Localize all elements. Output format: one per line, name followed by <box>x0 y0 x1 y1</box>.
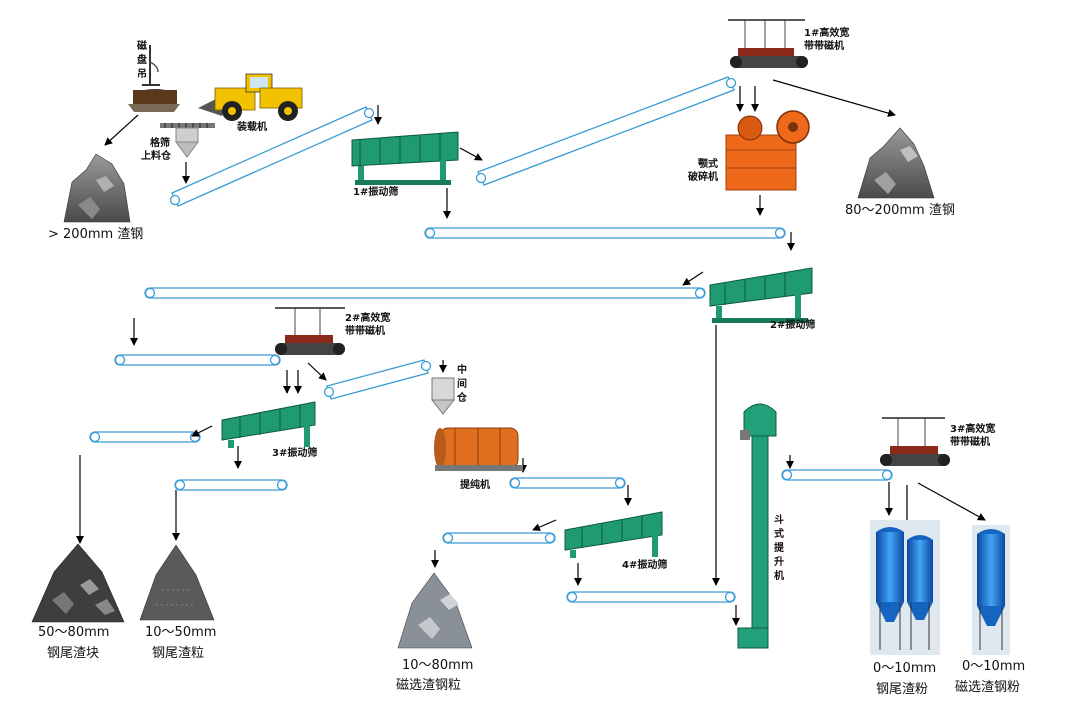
vibrating-screen-1 <box>351 131 459 185</box>
silo-steel-powder <box>972 525 1010 655</box>
conveyor-group <box>89 76 893 603</box>
magnet-crane <box>128 45 180 112</box>
label-purifier: 提纯机 <box>460 480 490 491</box>
product-50-80-name: 钢尾渣块 <box>47 646 100 661</box>
conveyor-2-incline <box>475 76 737 186</box>
product-10-80-size: 10～80mm <box>402 658 474 673</box>
label-screen1: 1#振动筛 <box>353 187 399 198</box>
product-0-10-tail-size: 0～10mm <box>873 661 937 676</box>
product-80-200: 80～200mm 渣钢 <box>845 203 955 218</box>
conveyor-6-incline <box>323 359 432 400</box>
label-screen4: 4#振动筛 <box>622 560 668 571</box>
vibrating-screen-2 <box>709 267 813 323</box>
conveyor-10 <box>442 532 556 544</box>
magnetic-separator-2 <box>275 307 345 355</box>
label-separator2-a: 2#高效宽 <box>345 313 391 324</box>
product-50-80-size: 50～80mm <box>38 625 110 640</box>
middle-bin <box>430 377 456 415</box>
conveyor-1-incline <box>169 106 375 207</box>
pile-over200 <box>63 153 131 223</box>
label-bucket-elevator: 斗式提升机 <box>774 515 784 582</box>
pile-10-80 <box>397 572 473 649</box>
silo-tail-powder <box>870 520 940 655</box>
arrow-to-conveyor4 <box>682 271 704 286</box>
conveyor-8 <box>174 479 288 491</box>
label-grid-hopper-2: 上料仓 <box>141 151 171 162</box>
purifier-mill <box>434 427 523 471</box>
label-magnet-crane: 磁盘吊 <box>137 41 147 80</box>
conveyor-11 <box>566 591 736 603</box>
product-0-10-powder-size: 0～10mm <box>962 659 1026 674</box>
conveyor-7 <box>89 431 201 443</box>
pile-80-200 <box>857 127 935 199</box>
label-jaw-crusher-a: 颚式 <box>698 159 718 170</box>
jaw-crusher <box>725 110 810 191</box>
conveyor-3 <box>424 227 786 239</box>
product-over200: > 200mm 渣钢 <box>48 227 144 242</box>
product-0-10-powder-name: 磁选渣钢粉 <box>955 680 1021 695</box>
wheel-loader <box>198 73 303 121</box>
label-loader: 装载机 <box>237 122 267 133</box>
bucket-elevator <box>737 403 777 649</box>
label-jaw-crusher-b: 破碎机 <box>688 172 718 183</box>
arrow-screen3-to-conveyor7 <box>191 425 213 437</box>
vibrating-screen-4 <box>564 511 663 558</box>
conveyor-12 <box>781 469 893 481</box>
product-10-50-size: 10～50mm <box>145 625 217 640</box>
label-separator3-a: 3#高效宽 <box>950 424 996 435</box>
product-10-50-name: 钢尾渣粒 <box>152 646 205 661</box>
arrow-screen4-to-conveyor10 <box>532 519 557 531</box>
arrow-screen1-to-conveyor2 <box>459 147 483 161</box>
vibrating-screen-3 <box>221 401 316 448</box>
label-screen2: 2#振动筛 <box>770 320 816 331</box>
arrow-crane-to-over200 <box>104 114 139 146</box>
label-grid-hopper-1: 格筛 <box>150 138 170 149</box>
grid-screen-hopper <box>160 123 215 158</box>
product-0-10-tail-name: 钢尾渣粉 <box>876 682 929 697</box>
conveyor-9 <box>509 477 626 489</box>
product-10-80-name: 磁选渣钢粒 <box>396 678 462 693</box>
label-separator2-b: 带带磁机 <box>345 326 385 337</box>
arrow-group <box>76 79 986 626</box>
label-separator1-b: 带带磁机 <box>804 41 844 52</box>
label-separator1-a: 1#高效宽 <box>804 28 850 39</box>
arrow-sep3-to-powder <box>917 482 986 521</box>
pile-10-50 <box>139 544 215 621</box>
conveyor-5 <box>114 354 281 366</box>
label-separator3-b: 带带磁机 <box>950 437 990 448</box>
pile-50-80 <box>31 543 125 623</box>
label-screen3: 3#振动筛 <box>272 448 318 459</box>
magnetic-separator-1 <box>728 19 808 68</box>
magnetic-separator-3 <box>880 417 950 466</box>
arrow-sep1-to-80-200 <box>772 79 896 117</box>
arrow-sep2-to-conveyor6 <box>307 362 327 381</box>
conveyor-4 <box>144 287 706 299</box>
label-middle-bin: 中间仓 <box>457 365 467 404</box>
